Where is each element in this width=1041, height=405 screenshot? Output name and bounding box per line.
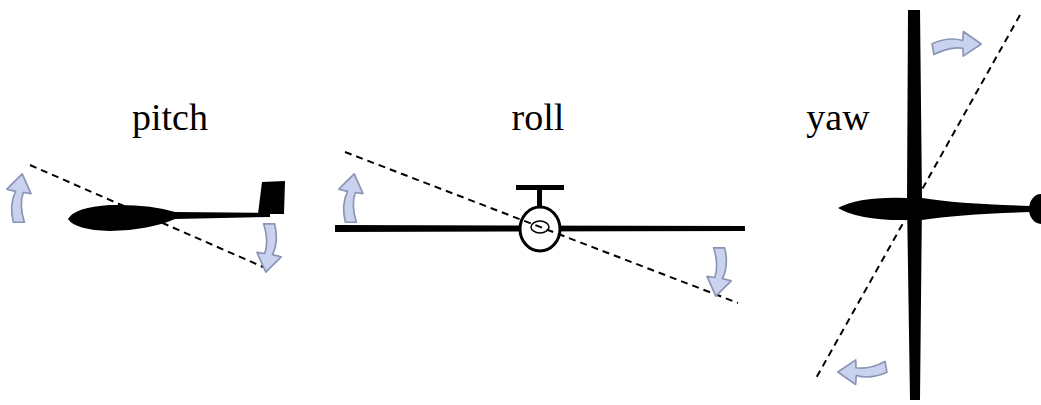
pitch-glider — [7, 165, 285, 272]
motion-label: pitch — [132, 98, 208, 136]
motion-label: roll — [512, 98, 565, 136]
motion-label: yaw — [806, 98, 869, 136]
roll-glider — [335, 152, 745, 303]
yaw-glider — [815, 10, 1041, 400]
